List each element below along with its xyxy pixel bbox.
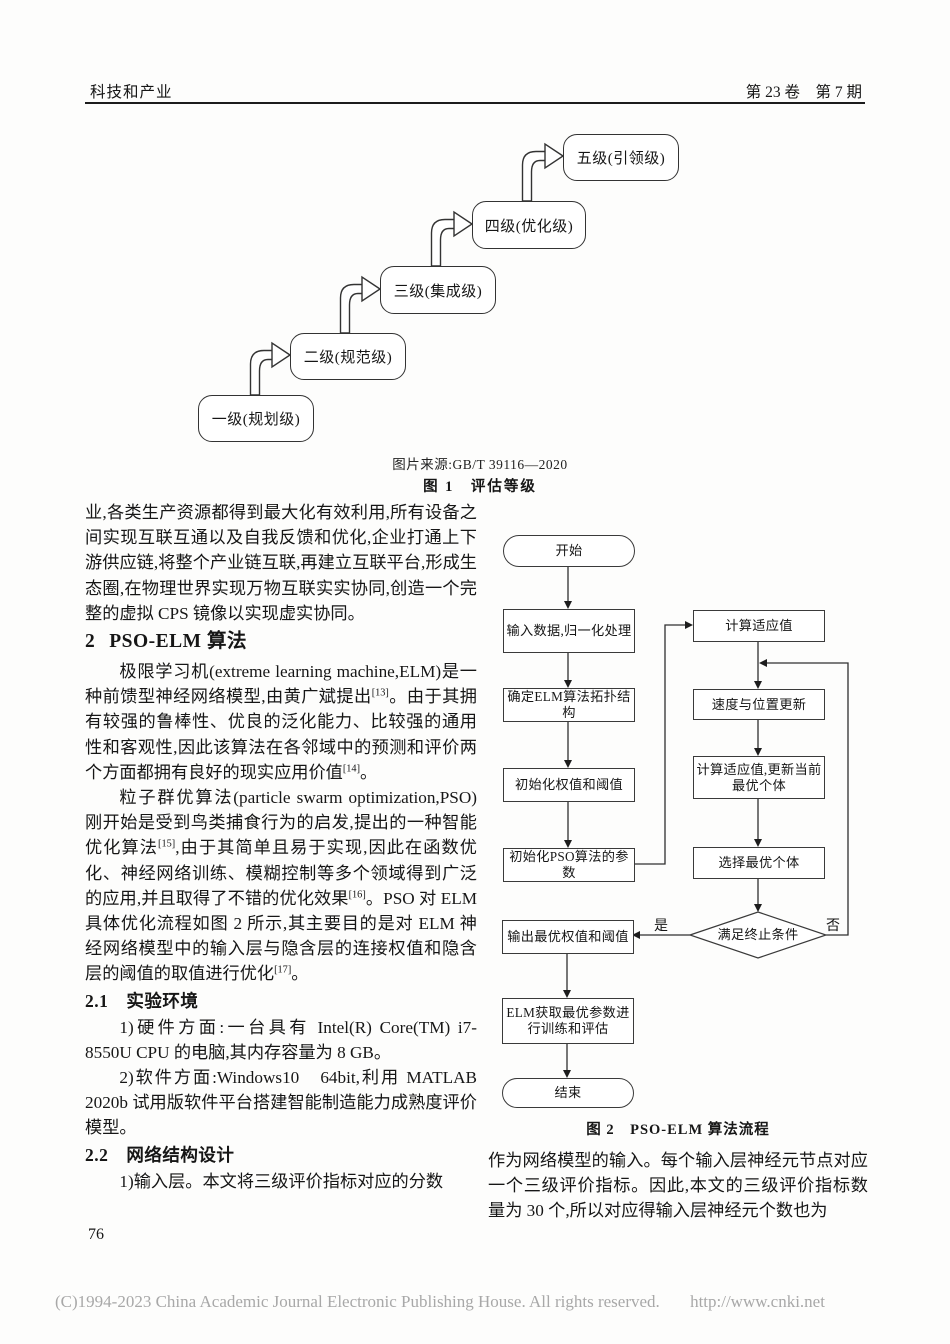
figure2-caption: 图 2 PSO-ELM 算法流程	[586, 1122, 770, 1138]
text-run: 作为网络模型的输入。每个输入层神经元节点对应一个三级评价指标。因此,本文的三级评…	[488, 1151, 868, 1221]
select-best-label: 选择最优个体	[718, 855, 800, 870]
section-heading: 2 PSO-ELM 算法	[85, 628, 477, 655]
paragraph: 作为网络模型的输入。每个输入层神经元节点对应一个三级评价指标。因此,本文的三级评…	[488, 1148, 868, 1224]
decision-node-label: 满足终止条件	[693, 912, 823, 958]
elm-train-node: ELM获取最优参数进行训练和评估	[502, 998, 634, 1044]
yes-branch-label: 是	[654, 919, 668, 934]
left-text-column: 业,各类生产资源都得到最大化有效利用,所有设备之间实现互联互通以及自我反馈和优化…	[85, 500, 477, 1194]
init-pso-label: 初始化PSO算法的参数	[509, 849, 629, 880]
step-arrow-1-head	[271, 341, 292, 369]
fitness-label: 计算适应值	[725, 618, 793, 633]
page-number: 76	[88, 1226, 104, 1243]
page-footer: (C)1994-2023 China Academic Journal Elec…	[55, 1292, 915, 1312]
text-run: 业,各类生产资源都得到最大化有效利用,所有设备之间实现互联互通以及自我反馈和优化…	[85, 503, 477, 623]
issue-label: 第 23 卷 第 7 期	[745, 84, 862, 101]
figure1-source-note: 图片来源:GB/T 39116—2020	[392, 457, 568, 472]
no-branch-label: 否	[826, 919, 840, 934]
figure1-staircase-diagram: 一级(规划级) 二级(规范级) 三级(集成级) 四级(优化级) 五级(引领级)	[190, 125, 690, 455]
elm-topology-node: 确定ELM算法拓扑结构	[503, 688, 635, 722]
figure1-arrows	[249, 142, 565, 396]
fitness-node: 计算适应值	[693, 610, 825, 642]
text-run: 1)输入层。本文将三级评价指标对应的分数	[119, 1171, 444, 1191]
level-3-box: 三级(集成级)	[380, 266, 496, 314]
text-run: 。由于其拥有较强的鲁棒性、优良的泛化能力、比较强的通用性和客观性,因此该算法在各…	[85, 687, 477, 782]
init-weights-node: 初始化权值和阈值	[503, 768, 635, 802]
output-best-label: 输出最优权值和阈值	[507, 929, 629, 944]
level-2-label: 二级(规范级)	[303, 350, 393, 366]
text-run: 2.1 实验环境	[85, 990, 199, 1011]
text-run: 。	[360, 762, 378, 782]
init-weights-label: 初始化权值和阈值	[515, 777, 623, 792]
fitness-update-label: 计算适应值,更新当前最优个体	[696, 761, 822, 793]
text-run: 2	[85, 631, 96, 653]
paragraph: 粒子群优算法(particle swarm optimization,PSO)刚…	[85, 785, 477, 987]
section-heading: 2.1 实验环境	[85, 989, 477, 1013]
level-5-box: 五级(引领级)	[563, 134, 679, 181]
velocity-update-node: 速度与位置更新	[693, 689, 825, 720]
figure1-caption: 图 1 评估等级	[423, 479, 537, 495]
copyright-text: (C)1994-2023 China Academic Journal Elec…	[55, 1292, 660, 1311]
figure2-connectors	[563, 565, 849, 1078]
text-run: ,由于其简单且易于实现,因此在函数优化、神经网络训练、模糊控制等多个领域得到广泛…	[85, 838, 477, 908]
text-run: 。PSO 对 ELM 具体优化流程如图 2 所示,其主要目的是对 ELM 神经网…	[85, 888, 477, 984]
select-best-node: 选择最优个体	[693, 847, 825, 879]
step-arrow-3	[430, 218, 456, 267]
paragraph: 1)输入层。本文将三级评价指标对应的分数	[85, 1169, 477, 1194]
step-arrow-4-head	[544, 142, 565, 170]
citation-ref: [13]	[371, 687, 389, 699]
start-label: 开始	[555, 543, 583, 558]
elm-topology-label: 确定ELM算法拓扑结构	[507, 689, 631, 720]
level-1-label: 一级(规划级)	[211, 412, 301, 428]
paragraph: 1)硬件方面:一台具有 Intel(R) Core(TM) i7-8550U C…	[85, 1015, 477, 1065]
elm-train-label: ELM获取最优参数进行训练和评估	[506, 1005, 630, 1036]
text-run: 极限学习机(extreme learning machine,ELM)是一种前馈…	[85, 662, 477, 707]
input-data-node: 输入数据,归一化处理	[503, 609, 635, 653]
citation-ref: [14]	[342, 763, 361, 775]
text-run: PSO-ELM 算法	[109, 631, 247, 653]
paragraph: 极限学习机(extreme learning machine,ELM)是一种前馈…	[85, 659, 477, 785]
end-label: 结束	[554, 1085, 582, 1100]
step-arrow-1	[249, 349, 274, 396]
paragraph: 业,各类生产资源都得到最大化有效利用,所有设备之间实现互联互通以及自我反馈和优化…	[85, 500, 477, 626]
step-arrow-2-head	[361, 275, 382, 303]
citation-ref: [16]	[348, 889, 366, 901]
decision-label: 满足终止条件	[717, 927, 799, 942]
level-2-box: 二级(规范级)	[290, 333, 406, 380]
text-run: 1)硬件方面:一台具有 Intel(R) Core(TM) i7-8550U C…	[85, 1017, 477, 1062]
velocity-update-label: 速度与位置更新	[711, 696, 807, 712]
citation-ref: [15]	[158, 838, 176, 850]
step-arrow-3-head	[453, 210, 474, 238]
journal-name: 科技和产业	[90, 84, 173, 101]
right-text-column: 作为网络模型的输入。每个输入层神经元节点对应一个三级评价指标。因此,本文的三级评…	[488, 1148, 868, 1224]
input-data-label: 输入数据,归一化处理	[506, 623, 632, 638]
step-arrow-4	[521, 150, 547, 202]
init-pso-node: 初始化PSO算法的参数	[503, 848, 635, 882]
level-4-box: 四级(优化级)	[472, 201, 586, 249]
text-run: 2)软件方面:Windows10 64bit,利用 MATLAB 2020b 试…	[85, 1068, 477, 1138]
cnki-url: http://www.cnki.net	[690, 1292, 825, 1311]
paragraph: 2)软件方面:Windows10 64bit,利用 MATLAB 2020b 试…	[85, 1065, 477, 1141]
citation-ref: [17]	[274, 964, 292, 976]
text-run: 。	[291, 964, 309, 984]
text-run: 粒子群优算法(particle swarm optimization,PSO)刚…	[85, 788, 477, 858]
level-1-box: 一级(规划级)	[198, 395, 314, 442]
start-node: 开始	[503, 535, 635, 567]
level-3-label: 三级(集成级)	[393, 283, 483, 300]
header-rule	[85, 102, 865, 104]
fitness-update-node: 计算适应值,更新当前最优个体	[693, 756, 825, 799]
level-4-label: 四级(优化级)	[484, 218, 574, 235]
decision-diamond	[688, 911, 828, 959]
level-5-label: 五级(引领级)	[576, 151, 666, 167]
step-arrow-2	[339, 283, 364, 334]
output-best-node: 输出最优权值和阈值	[502, 920, 634, 954]
figure2-flowchart: 开始 输入数据,归一化处理 确定ELM算法拓扑结构 初始化权值和阈值 初始化PS…	[488, 528, 870, 1113]
end-node: 结束	[502, 1078, 634, 1108]
text-run: 2.2 网络结构设计	[85, 1144, 235, 1165]
section-heading: 2.2 网络结构设计	[85, 1143, 477, 1167]
